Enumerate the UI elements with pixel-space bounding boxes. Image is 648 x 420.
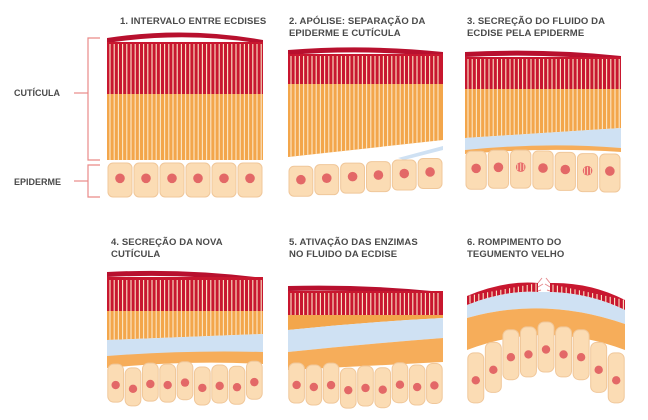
pore-canals (467, 59, 620, 138)
cell-nucleus (296, 174, 306, 185)
exocuticle-layer (107, 277, 263, 311)
chromosome-marks (517, 163, 525, 172)
panel-3-title: 3. SECREÇÃO DO FLUIDO DA ECDISE PELA EPI… (467, 16, 607, 39)
epidermis-cells (288, 157, 443, 197)
exocuticle-layer (288, 54, 443, 84)
cell-nucleus (399, 168, 410, 179)
epidermis-cells (107, 162, 263, 198)
cell-nucleus (326, 380, 336, 390)
cell-nucleus (219, 173, 229, 184)
ecdysial-fluid (467, 291, 625, 324)
cell-nucleus (180, 378, 190, 387)
epidermis-label: EPIDERME (14, 177, 61, 187)
panel-1 (107, 32, 263, 198)
panel-1-title: 1. INTERVALO ENTRE ECDISES (120, 16, 266, 27)
epicuticle-layer (288, 47, 443, 57)
cell-nucleus (594, 365, 603, 375)
old-cuticle-left (467, 282, 538, 305)
chromosome-marks (584, 166, 592, 175)
epicuticle-layer (107, 32, 263, 44)
cell-nucleus (232, 382, 242, 392)
panel-2 (288, 47, 443, 197)
cell-nucleus (541, 345, 551, 354)
cell-nucleus (146, 379, 155, 389)
cell-nucleus (412, 382, 422, 392)
cell-nucleus (506, 353, 516, 362)
epicuticle-layer (465, 50, 621, 61)
new-cuticle-layer (288, 338, 443, 370)
pore-canals (290, 293, 439, 315)
cell-nucleus (111, 380, 120, 390)
cell-nucleus (198, 383, 207, 393)
cell-nucleus (559, 350, 568, 359)
cell-nucleus (245, 173, 255, 184)
cell-nucleus (163, 380, 172, 390)
cell-nucleus (361, 383, 370, 393)
cell-nucleus (344, 385, 353, 395)
panel-6 (467, 277, 625, 404)
apolysis-space (398, 146, 443, 160)
epidermis-cells (467, 321, 625, 404)
new-cuticle-thin (465, 145, 621, 154)
cell-nucleus (471, 376, 480, 385)
cell-nucleus (250, 377, 259, 387)
endocuticle-layer (288, 84, 443, 157)
ecdysial-fluid (465, 128, 621, 150)
cell-nucleus (560, 164, 571, 175)
cell-nucleus (378, 385, 387, 394)
cell-nucleus (373, 170, 384, 180)
cell-nucleus (430, 381, 439, 390)
panel-3 (465, 50, 621, 193)
cuticle-label: CUTÍCULA (14, 88, 60, 98)
cell-nucleus (425, 167, 435, 177)
cell-nucleus (115, 173, 125, 184)
cell-nucleus (321, 173, 332, 183)
endocuticle-layer (465, 89, 621, 138)
cell-nucleus (493, 162, 504, 173)
ecdysial-fluid (288, 318, 443, 352)
cell-nucleus (524, 350, 533, 359)
cell-nucleus (612, 376, 621, 385)
cell-nucleus (489, 365, 498, 375)
epidermis-cells (288, 362, 443, 409)
cell-nucleus (309, 382, 319, 392)
cell-nucleus (605, 166, 615, 176)
panel-5 (288, 285, 443, 409)
old-cuticle-right (550, 282, 625, 310)
rupture-fibers (537, 277, 551, 292)
panel-5-title: 5. ATIVAÇÃO DAS ENZIMAS NO FLUIDO DA ECD… (289, 237, 421, 260)
cell-nucleus (538, 163, 548, 173)
cell-nucleus (471, 163, 481, 174)
cell-nucleus (141, 173, 151, 184)
epidermis-cells (465, 149, 621, 193)
exocuticle-layer (288, 291, 443, 315)
panel-4-title: 4. SECREÇÃO DA NOVA CUTÍCULA (111, 237, 225, 260)
pore-canals (109, 44, 262, 160)
cell-nucleus (128, 384, 138, 394)
cell-nucleus (193, 173, 203, 184)
endocuticle-layer (107, 311, 263, 340)
endocuticle-thin (288, 315, 443, 330)
pore-canals (109, 280, 262, 340)
epidermis-cells (107, 360, 263, 407)
cell-nucleus (167, 173, 177, 184)
cell-nucleus (576, 353, 586, 362)
panel-4 (107, 270, 263, 407)
endocuticle-layer (107, 94, 263, 160)
exocuticle-layer (107, 42, 263, 94)
pore-canals (290, 56, 439, 157)
cell-nucleus (395, 380, 405, 389)
cell-nucleus (215, 381, 224, 391)
ecdysial-fluid (107, 334, 263, 356)
panel-2-title: 2. APÓLISE: SEPARAÇÃO DA EPIDERME E CUTÍ… (289, 15, 428, 39)
exocuticle-layer (465, 57, 621, 89)
cuticle-bracket (74, 37, 100, 161)
epidermis-bracket (74, 164, 100, 198)
cell-nucleus (347, 171, 358, 182)
panel-6-title: 6. ROMPIMENTO DO TEGUMENTO VELHO (467, 237, 564, 260)
epicuticle-layer (107, 270, 263, 283)
cell-nucleus (292, 380, 301, 390)
